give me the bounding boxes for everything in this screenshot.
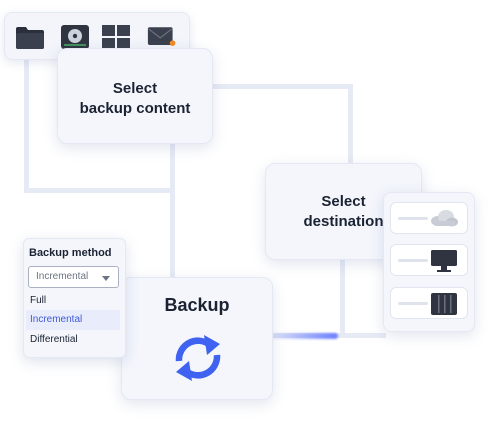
- chevron-down-icon: [102, 276, 110, 281]
- destination-slot: [398, 259, 428, 262]
- backup-method-title: Backup method: [29, 247, 112, 259]
- card-title-line: backup content: [79, 100, 191, 117]
- destination-option-nas[interactable]: [390, 287, 468, 319]
- windows-icon[interactable]: [101, 24, 131, 50]
- cloud-icon: [431, 210, 458, 227]
- select-backup-content-card[interactable]: Select backup content: [57, 48, 213, 144]
- backup-title: Backup: [164, 295, 230, 315]
- backup-method-panel: Backup method Incremental Full Increment…: [23, 238, 126, 358]
- selected-method-value: Incremental: [36, 271, 89, 282]
- card-title-line: Select: [112, 80, 158, 97]
- backup-card[interactable]: Backup: [121, 277, 273, 400]
- connector-line: [170, 140, 175, 280]
- method-option-differential[interactable]: Differential: [30, 334, 78, 345]
- nas-server-icon: [431, 293, 457, 315]
- monitor-icon: [431, 250, 457, 272]
- method-option-incremental[interactable]: Incremental: [26, 310, 120, 330]
- destination-slot: [398, 302, 428, 305]
- sync-arrows-icon[interactable]: [168, 328, 228, 388]
- backup-method-select[interactable]: Incremental: [28, 266, 119, 288]
- destination-option-computer[interactable]: [390, 244, 468, 276]
- destination-slot: [398, 217, 428, 220]
- mail-icon[interactable]: [147, 24, 177, 50]
- connector-line: [348, 84, 353, 168]
- disk-drive-icon[interactable]: [60, 24, 90, 50]
- method-option-full[interactable]: Full: [30, 295, 47, 306]
- connector-line: [24, 188, 174, 193]
- connector-line: [340, 258, 345, 336]
- destination-list-panel: [383, 192, 475, 332]
- destination-option-cloud[interactable]: [390, 202, 468, 234]
- card-title-line: destination: [303, 213, 384, 230]
- connector-line: [212, 84, 352, 89]
- active-connector-glow: [266, 333, 338, 339]
- card-title-line: Select: [321, 193, 366, 210]
- folder-icon[interactable]: [15, 24, 45, 50]
- connector-line: [24, 60, 29, 192]
